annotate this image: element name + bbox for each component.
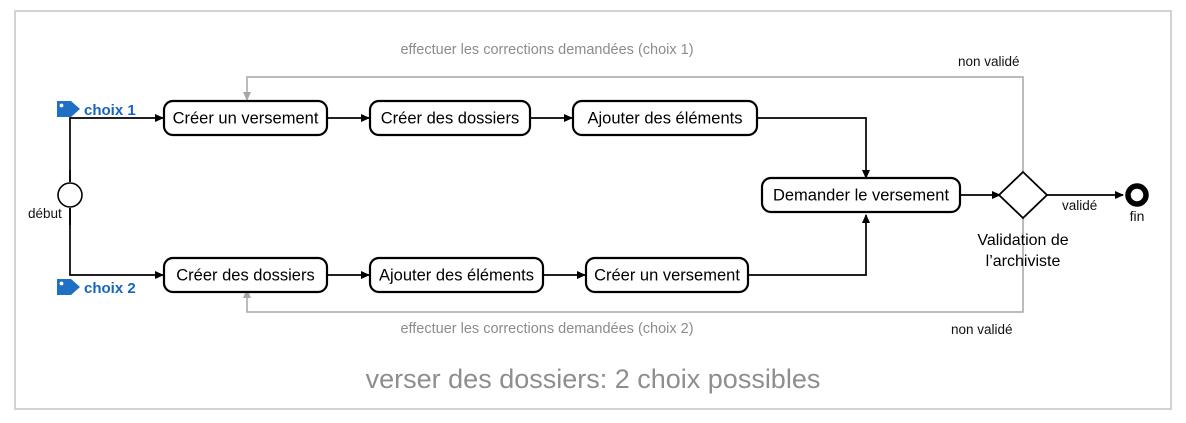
node-bottom-step-1-shape <box>162 256 329 294</box>
node-top-step-1-label: Créer un versement <box>173 109 319 127</box>
node-merge-step-label: Demander le versement <box>773 186 949 204</box>
end-node-circle <box>1125 183 1149 207</box>
edge-start-to-top-branch <box>69 114 164 182</box>
choice-tag-2[interactable]: choix 2 <box>57 279 136 297</box>
node-bottom-step-2-shape <box>368 256 545 294</box>
node-top-step-1[interactable]: Créer un versement <box>162 99 329 137</box>
end-node-label: fin <box>1130 208 1145 224</box>
node-top-step-3-shape <box>571 99 759 137</box>
tag-icon <box>57 279 80 295</box>
node-bottom-step-3-label: Créer un versement <box>594 266 740 284</box>
feedback-path-top <box>243 76 1024 175</box>
node-bottom-step-1[interactable]: Créer des dossiers <box>162 256 329 294</box>
tag-icon <box>57 101 80 117</box>
choice-tag-1[interactable]: choix 1 <box>57 101 136 119</box>
node-top-step-3[interactable]: Ajouter des éléments <box>571 99 759 137</box>
decision-label-line1: Validation de <box>977 232 1068 249</box>
start-node-label: début <box>28 206 62 221</box>
node-bottom-step-2-label: Ajouter des éléments <box>379 266 534 284</box>
feedback-path-bottom <box>243 210 1024 313</box>
node-bottom-step-2[interactable]: Ajouter des éléments <box>368 256 545 294</box>
feedback-label-top: effectuer les corrections demandées (cho… <box>400 42 693 58</box>
decision-diamond-icon[interactable] <box>997 170 1049 220</box>
diagram-caption: verser des dossiers: 2 choix possibles <box>366 364 821 394</box>
node-merge-step[interactable]: Demander le versement <box>760 176 962 214</box>
non-valide-label-top: non validé <box>958 54 1020 69</box>
edge-top-3-to-merge <box>757 117 870 179</box>
start-node-circle <box>57 182 83 208</box>
choice-tag-2-label: choix 2 <box>84 280 136 297</box>
edge-bottom-3-to-merge <box>748 214 870 276</box>
node-top-step-2[interactable]: Créer des dossiers <box>368 99 532 137</box>
node-bottom-step-1-label: Créer des dossiers <box>176 266 314 284</box>
node-bottom-step-3-shape <box>584 256 750 294</box>
feedback-label-bottom: effectuer les corrections demandées (cho… <box>400 321 693 337</box>
choice-tag-1-label: choix 1 <box>84 102 136 119</box>
non-valide-label-bottom: non validé <box>951 322 1013 337</box>
node-top-step-3-label: Ajouter des éléments <box>587 109 742 127</box>
decision-label-line2: l’archiviste <box>986 253 1061 270</box>
edge-start-to-bottom-branch <box>69 208 164 279</box>
node-top-step-2-label: Créer des dossiers <box>381 109 519 127</box>
node-bottom-step-3[interactable]: Créer un versement <box>584 256 750 294</box>
node-top-step-2-shape <box>368 99 532 137</box>
node-merge-step-shape <box>760 176 962 214</box>
node-top-step-1-shape <box>162 99 329 137</box>
decision-valid-label: validé <box>1062 198 1097 213</box>
